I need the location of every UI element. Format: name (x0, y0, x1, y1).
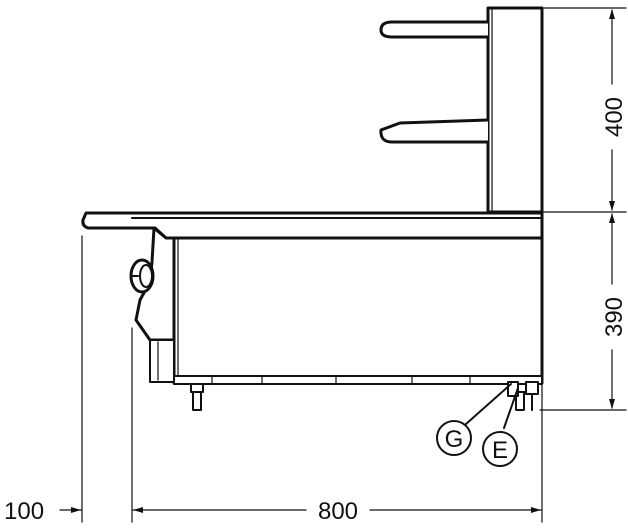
unit-body (172, 236, 544, 385)
electric-connection-label: E (492, 437, 508, 464)
callout-leaders (465, 383, 519, 429)
back-panel-and-shelves (379, 6, 544, 214)
gas-connection-callout: G (436, 420, 472, 456)
gas-connection-label: G (445, 426, 464, 453)
worktop (81, 211, 544, 240)
electric-connection-callout: E (482, 431, 518, 467)
dimension-label-390: 390 (601, 297, 628, 337)
control-panel (134, 226, 176, 383)
dimension-label-400: 400 (601, 97, 628, 137)
dimension-label-100: 100 (4, 498, 44, 525)
feet (190, 383, 527, 411)
dimension-label-800: 800 (318, 498, 358, 525)
dimension-lines (59, 7, 627, 523)
control-knob-icon (129, 258, 155, 294)
